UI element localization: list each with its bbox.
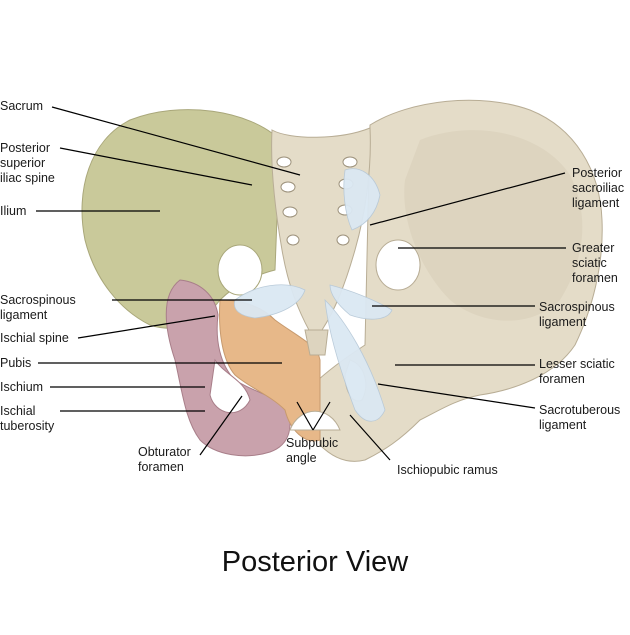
- sacral-foramina: [276, 156, 358, 246]
- left-greater-sciatic-opening: [217, 244, 263, 296]
- leader-obturator: [199, 395, 243, 456]
- label-ischial-spine: Ischial spine: [0, 331, 69, 345]
- label-sacrospinous-right: Sacrospinous ligament: [539, 300, 615, 329]
- pubis-region: [219, 299, 321, 442]
- figure-caption: Posterior View: [221, 546, 409, 578]
- coccyx: [304, 329, 329, 356]
- leader-subpubic-a: [296, 401, 314, 431]
- label-sacrospinous-left: Sacrospinous ligament: [0, 293, 76, 322]
- label-posterior-sacroiliac: Posterior sacroiliac ligament: [572, 166, 625, 210]
- leader-lines: [36, 106, 566, 461]
- label-obturator-foramen: Obturator foramen: [138, 445, 191, 474]
- label-sacrotuberous: Sacrotuberous ligament: [539, 403, 621, 432]
- subpubic-notch: [289, 410, 341, 431]
- label-ischial-tuberosity: Ischial tuberosity: [0, 404, 55, 433]
- leader-ischial-spine: [77, 315, 216, 339]
- leader-sacrotuberous: [377, 383, 536, 409]
- ligaments: [233, 168, 393, 422]
- right-iliac-fossa: [404, 130, 583, 321]
- leader-psis: [59, 147, 253, 186]
- label-ilium: Ilium: [0, 204, 27, 218]
- leader-subpubic-b: [312, 401, 331, 431]
- label-subpubic-angle: Subpubic angle: [286, 436, 339, 465]
- label-greater-sciatic: Greater sciatic foramen: [572, 241, 618, 285]
- label-pubis: Pubis: [0, 356, 32, 370]
- leader-ischiopubic: [349, 414, 391, 461]
- label-ischium: Ischium: [0, 380, 44, 394]
- label-sacrum: Sacrum: [0, 99, 44, 113]
- leader-post-sacroiliac: [369, 172, 566, 226]
- ischium-region: [165, 279, 291, 457]
- label-psis: Posterior superior iliac spine: [0, 141, 55, 185]
- leader-sacrum: [51, 106, 301, 176]
- right-greater-sciatic-opening: [375, 239, 421, 291]
- label-ischiopubic-ramus: Ischiopubic ramus: [397, 463, 498, 477]
- label-lesser-sciatic: Lesser sciatic foramen: [539, 357, 615, 386]
